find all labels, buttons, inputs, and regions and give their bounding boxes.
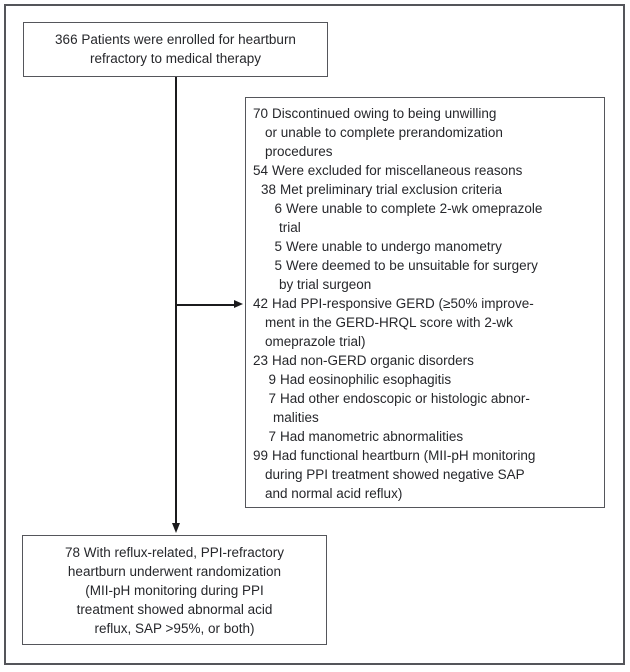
randomization-line-2: heartburn underwent randomization [67,564,282,579]
connector-horizontal-line [176,304,235,306]
randomization-line-5: reflux, SAP >95%, or both) [94,621,255,636]
figure-outer-frame [4,4,625,665]
arrowhead-down-icon [171,523,180,533]
arrowhead-right-icon [234,300,243,308]
randomization-box: 78 With reflux-related, PPI-refractory h… [22,535,327,645]
exclusion-line: during PPI treatment showed negative SAP [265,467,525,482]
exclusion-line: trial [279,220,301,235]
exclusion-line: malities [273,410,319,425]
exclusion-line: omeprazole trial) [265,334,366,349]
enrollment-line-1: 366 Patients were enrolled for heartburn [55,32,296,47]
connector-vertical-line [175,77,177,525]
enrollment-box: 366 Patients were enrolled for heartburn… [23,22,328,77]
exclusion-line: or unable to complete prerandomization [265,125,503,140]
enrollment-line-2: refractory to medical therapy [89,51,262,66]
randomization-line-3: (MII-pH monitoring during PPI [85,583,264,598]
exclusion-line: ment in the GERD-HRQL score with 2-wk [265,315,513,330]
exclusion-line: procedures [265,144,333,159]
exclusion-line: by trial surgeon [279,277,372,292]
exclusion-line: and normal acid reflux) [265,486,403,501]
randomization-line-4: treatment showed abnormal acid [76,602,273,617]
randomization-line-1: 78 With reflux-related, PPI-refractory [64,545,285,560]
